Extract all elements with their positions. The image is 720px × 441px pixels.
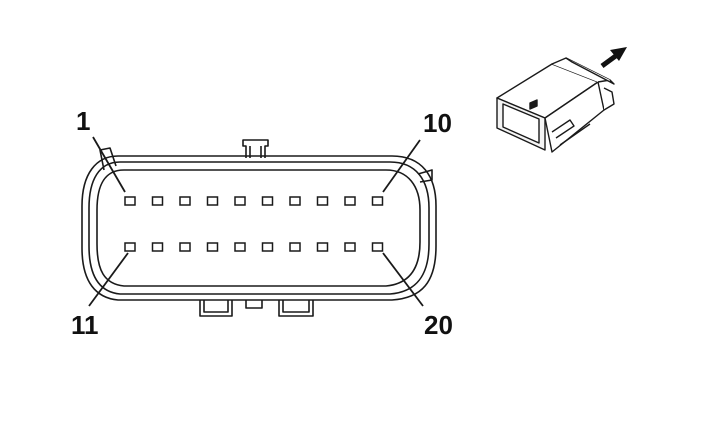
bottom-key-left	[199, 300, 233, 317]
pin-cavity-16	[261, 242, 274, 252]
pin-cavity-13	[179, 242, 191, 252]
inner-cavity	[96, 169, 421, 287]
pin-cavity-8	[316, 196, 329, 206]
connector-face	[81, 139, 437, 317]
pin-label-10: 10	[423, 108, 452, 138]
pin-cavity-1	[124, 196, 136, 206]
pin-cavity-20	[371, 242, 384, 252]
pin-cavity-6	[261, 196, 274, 206]
leader-line-pin-10	[382, 139, 421, 193]
arrow-up-right-icon	[600, 47, 627, 69]
pin-cavities	[124, 196, 384, 252]
pin-cavity-2	[151, 196, 164, 206]
pin-cavity-7	[289, 196, 301, 206]
pin-cavity-9	[344, 196, 356, 206]
connector-3d-icon	[496, 57, 615, 153]
pin-cavity-4	[206, 196, 219, 206]
pin-label-11: 11	[71, 310, 99, 340]
leader-line-pin-11	[88, 252, 129, 307]
pin-cavity-18	[316, 242, 329, 252]
pin-cavity-10	[371, 196, 384, 206]
bottom-key-center	[245, 300, 263, 309]
pin-cavity-12	[151, 242, 164, 252]
leader-lines	[88, 136, 424, 307]
right-guide-ear	[417, 169, 433, 183]
pin-cavity-14	[206, 242, 219, 252]
leader-line-pin-20	[382, 252, 424, 307]
pin-cavity-15	[234, 242, 246, 252]
bottom-key-right	[278, 300, 314, 317]
pin-label-1: 1	[76, 106, 90, 136]
pin-cavity-17	[289, 242, 301, 252]
pin-cavity-3	[179, 196, 191, 206]
housing-rim	[88, 161, 430, 295]
leader-line-pin-1	[92, 136, 126, 193]
pin-cavity-11	[124, 242, 136, 252]
pin-cavity-5	[234, 196, 246, 206]
pin-cavity-19	[344, 242, 356, 252]
outer-housing	[81, 155, 437, 301]
pin-label-20: 20	[424, 310, 453, 340]
